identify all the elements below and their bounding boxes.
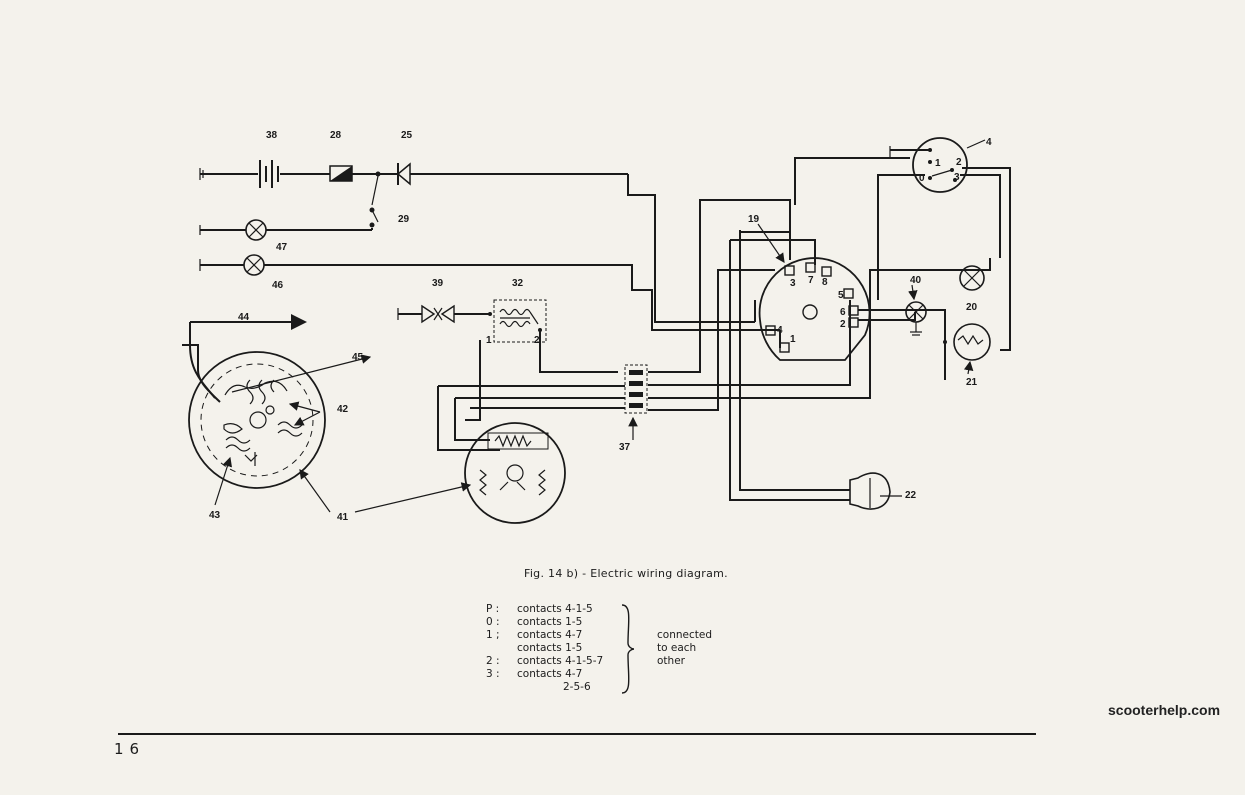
legend-text: contacts 4-1-5 (517, 603, 593, 615)
battery-circuit (199, 160, 755, 323)
horn-22 (849, 472, 902, 510)
callout-28: 28 (330, 130, 342, 141)
lamp-46 (199, 254, 780, 331)
callout-39: 39 (432, 278, 444, 289)
rectifier-diode-symbol (380, 162, 628, 186)
main-switch-19 (758, 257, 871, 361)
terminal-label: 1 (790, 334, 796, 345)
lamp-20 (959, 265, 985, 291)
figure-caption: Fig. 14 b) - Electric wiring diagram. (524, 567, 728, 580)
callout-20: 20 (966, 302, 978, 313)
bracket-note-line: other (657, 655, 685, 667)
flywheel-magneto (182, 322, 326, 489)
battery-symbol (259, 160, 279, 188)
terminal-label: 3 (790, 278, 796, 289)
terminal-label: 5 (838, 290, 844, 301)
callout-labels: 38 28 25 29 47 46 44 45 42 43 41 39 32 3… (209, 130, 992, 523)
callout-46: 46 (272, 280, 284, 291)
legend-key: 2 : (486, 655, 500, 667)
callout-40: 40 (910, 275, 922, 286)
terminal-label: 6 (840, 307, 846, 318)
callout-37: 37 (619, 442, 631, 453)
bracket-note-line: connected (657, 629, 712, 641)
bracket-note-line: to each (657, 642, 697, 654)
callout-42: 42 (337, 404, 349, 415)
switch-terminal-labels: 3 7 8 5 6 2 4 1 (777, 275, 846, 345)
callout-41: 41 (337, 512, 349, 523)
legend-key: 0 : (486, 616, 500, 628)
callout-22: 22 (905, 490, 917, 501)
switch4-terminal-0: 0 (919, 173, 925, 184)
legend-text: contacts 4-7 (517, 629, 583, 641)
callout-19: 19 (748, 214, 760, 225)
site-watermark: scooterhelp.com (1108, 702, 1221, 718)
legend-key: P : (486, 603, 500, 615)
callout-43: 43 (209, 510, 221, 521)
switch-21 (943, 323, 991, 375)
terminal-label: 7 (808, 275, 814, 286)
fuse-symbol (329, 165, 353, 182)
legend-text: contacts 4-1-5-7 (517, 655, 604, 667)
switch-29-symbol (369, 175, 379, 228)
callout-45: 45 (352, 352, 364, 363)
bracket-note: connected to each other (657, 629, 712, 668)
legend-text: 2-5-6 (563, 681, 591, 693)
callout-25: 25 (401, 130, 413, 141)
callout-29: 29 (398, 214, 410, 225)
callout-38: 38 (266, 130, 278, 141)
lamp-47 (245, 219, 267, 241)
callout-4: 4 (986, 137, 992, 148)
page-rule (118, 733, 1036, 735)
switch-4 (889, 137, 986, 193)
legend-text: contacts 4-7 (517, 668, 583, 680)
switch4-terminal-1: 1 (935, 158, 941, 169)
legend-key: 3 : (486, 668, 500, 680)
relay-terminal-2: 2 (534, 335, 540, 346)
terminal-label: 4 (777, 325, 783, 336)
switch4-terminal-3: 3 (954, 172, 960, 183)
component-terminal-labels: 1 2 1 2 0 3 (486, 157, 962, 346)
legend-text: contacts 1-5 (517, 616, 583, 628)
callout-32: 32 (512, 278, 524, 289)
callout-47: 47 (276, 242, 288, 253)
lamp-40 (905, 284, 927, 336)
connector-block-37 (624, 364, 648, 414)
legend-key: 1 ; (486, 629, 500, 641)
terminal-label: 2 (840, 319, 846, 330)
callout-21: 21 (966, 377, 978, 388)
page-number: 16 (114, 740, 146, 758)
switch4-terminal-2: 2 (956, 157, 962, 168)
legend-text: contacts 1-5 (517, 642, 583, 654)
relay-terminal-1: 1 (486, 335, 492, 346)
callout-44: 44 (238, 312, 250, 323)
voltage-regulator (464, 422, 566, 524)
legend-brace (621, 604, 635, 694)
ignition-coil (397, 299, 547, 343)
terminal-label: 8 (822, 277, 828, 288)
